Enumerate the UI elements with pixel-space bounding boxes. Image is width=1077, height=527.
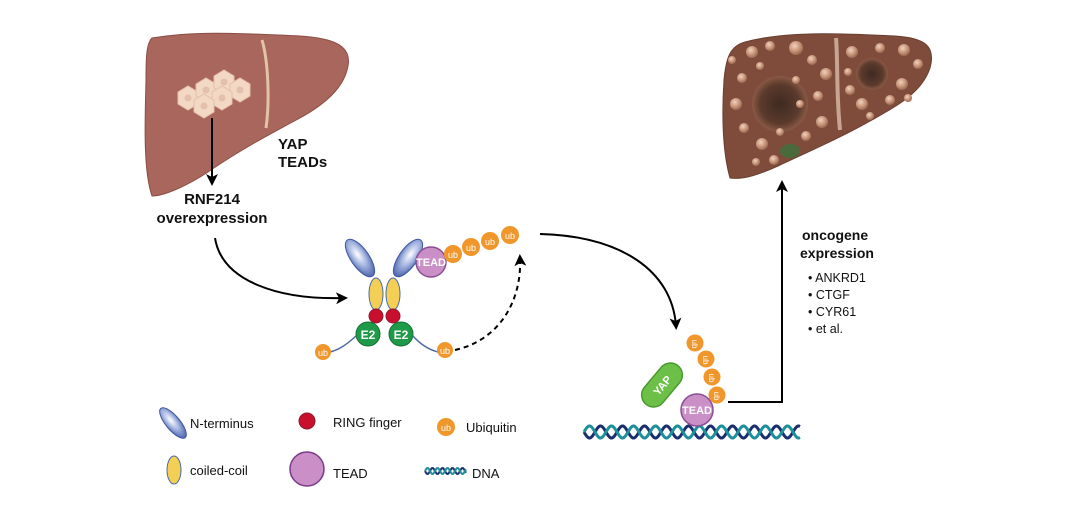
tumor-nodule <box>807 55 817 65</box>
dna-strand <box>582 424 801 440</box>
tumor-nodule <box>739 123 749 133</box>
rnf214-label: RNF214 <box>184 191 241 208</box>
tumor-nodule <box>801 131 811 141</box>
ub-label: ub <box>690 340 699 349</box>
tumor-nodule <box>846 46 858 58</box>
tead-icon <box>680 393 714 427</box>
tumor-nodule <box>737 73 747 83</box>
tead-label: TEAD <box>416 257 446 269</box>
coiled-coil-icon <box>385 277 401 311</box>
tumor-nodule <box>792 76 800 84</box>
e2-icon <box>388 321 414 347</box>
ub-label: ub <box>712 392 721 401</box>
tumor-nodule <box>845 85 855 95</box>
tumor-nodule <box>765 41 775 51</box>
tumor-nodule <box>746 46 758 58</box>
tumor-nodule <box>856 98 868 110</box>
tumor-nodule <box>844 68 852 76</box>
legend-n-terminus-label: N-terminus <box>190 416 254 431</box>
tumor-nodule <box>756 62 764 70</box>
ubiquitin-icon <box>437 342 453 358</box>
nodules <box>728 41 923 166</box>
tumor-nodule <box>866 112 874 120</box>
legend-ub-badge: ub <box>441 423 451 433</box>
legend-dna-label: DNA <box>472 466 500 481</box>
tumor-nodule <box>730 98 742 110</box>
tumor-nodule <box>752 158 760 166</box>
ub-label: ub <box>466 243 476 253</box>
tumor-nodule <box>816 116 828 128</box>
expression-label: expression <box>800 245 874 261</box>
ubiquitin-chain: ub ub ub ub <box>686 334 726 404</box>
ub-label: ub <box>701 356 710 365</box>
ub-label: ub <box>440 346 450 356</box>
healthy-liver-icon <box>144 32 349 197</box>
gene-item: • ANKRD1 <box>808 271 866 285</box>
tumor-icon <box>856 58 888 90</box>
legend-ubiquitin-label: Ubiquitin <box>466 420 517 435</box>
e2-label: E2 <box>361 328 376 342</box>
tead-icon <box>415 246 447 278</box>
tumor-nodule <box>789 41 803 55</box>
tumor-liver-icon <box>722 33 932 179</box>
tumor-nodule <box>898 44 910 56</box>
ring-finger-icon <box>385 308 401 324</box>
ubiquitin-chain: ub ub ub ub <box>444 226 519 263</box>
tumor-nodule <box>728 56 736 64</box>
legend-coiled-coil-icon <box>166 455 182 485</box>
oncogene-label: oncogene <box>802 227 868 243</box>
e2-icon <box>355 321 381 347</box>
gene-item: • et al. <box>808 322 843 336</box>
tumor-nodule <box>904 94 912 102</box>
n-terminus-icon <box>344 238 376 278</box>
ub-label: ub <box>318 348 328 358</box>
legend-ubiquitin-icon <box>437 418 455 436</box>
legend-n-terminus-icon <box>159 407 187 439</box>
dna-strand <box>424 467 467 475</box>
tumor-nodule <box>769 155 779 165</box>
legend-tead-label: TEAD <box>333 466 368 481</box>
yap-label: YAP <box>278 136 307 153</box>
gene-item: • CTGF <box>808 288 850 302</box>
coiled-coil-icon <box>368 277 384 311</box>
tumor-nodule <box>875 43 885 53</box>
tumor-icon <box>752 76 808 132</box>
tumor-nodule <box>756 138 768 150</box>
legend-tead-icon <box>289 451 325 487</box>
tead-label: TEAD <box>682 405 712 417</box>
teads-label: TEADs <box>278 154 327 171</box>
overexpression-label: overexpression <box>157 210 268 227</box>
legend: N-terminus RING finger ub Ubiquitin coil… <box>159 407 517 487</box>
legend-dna-icon <box>424 467 467 475</box>
ub-label: ub <box>448 250 458 260</box>
legend-coiled-coil-label: coiled-coil <box>190 463 248 478</box>
legend-ring-finger-label: RING finger <box>333 415 402 430</box>
ub-label: ub <box>505 231 515 241</box>
rnf214-complex: E2 E2 ub ub TEAD ub ub ub ub <box>315 226 519 360</box>
arrow-to-dna-complex <box>539 233 682 330</box>
yap-icon <box>640 362 684 408</box>
dashed-ubiquitination-arrow <box>454 254 527 351</box>
tumor-nodule <box>796 100 804 108</box>
e2-label: E2 <box>394 328 409 342</box>
ring-finger-icon <box>368 308 384 324</box>
tumor-nodule <box>896 78 908 90</box>
tumor-nodule <box>885 95 895 105</box>
arrow-to-complex <box>214 237 348 305</box>
tumor-nodule <box>913 59 923 69</box>
cell-cluster-icon <box>177 69 251 119</box>
legend-ring-finger-icon <box>298 412 316 430</box>
dna-strand <box>582 424 801 440</box>
ub-label: ub <box>485 237 495 247</box>
gene-item: • CYR61 <box>808 305 856 319</box>
dna-icon <box>582 424 801 440</box>
tumor-nodule <box>820 68 832 80</box>
tumor-nodule <box>776 128 784 136</box>
yap-tead-dna-complex: YAP TEAD ub ub ub ub <box>582 334 801 440</box>
ubiquitin-icon <box>315 344 331 360</box>
arrow-to-tumor-liver <box>728 180 788 403</box>
ub-label: ub <box>707 374 716 383</box>
tumor-nodule <box>813 91 823 101</box>
